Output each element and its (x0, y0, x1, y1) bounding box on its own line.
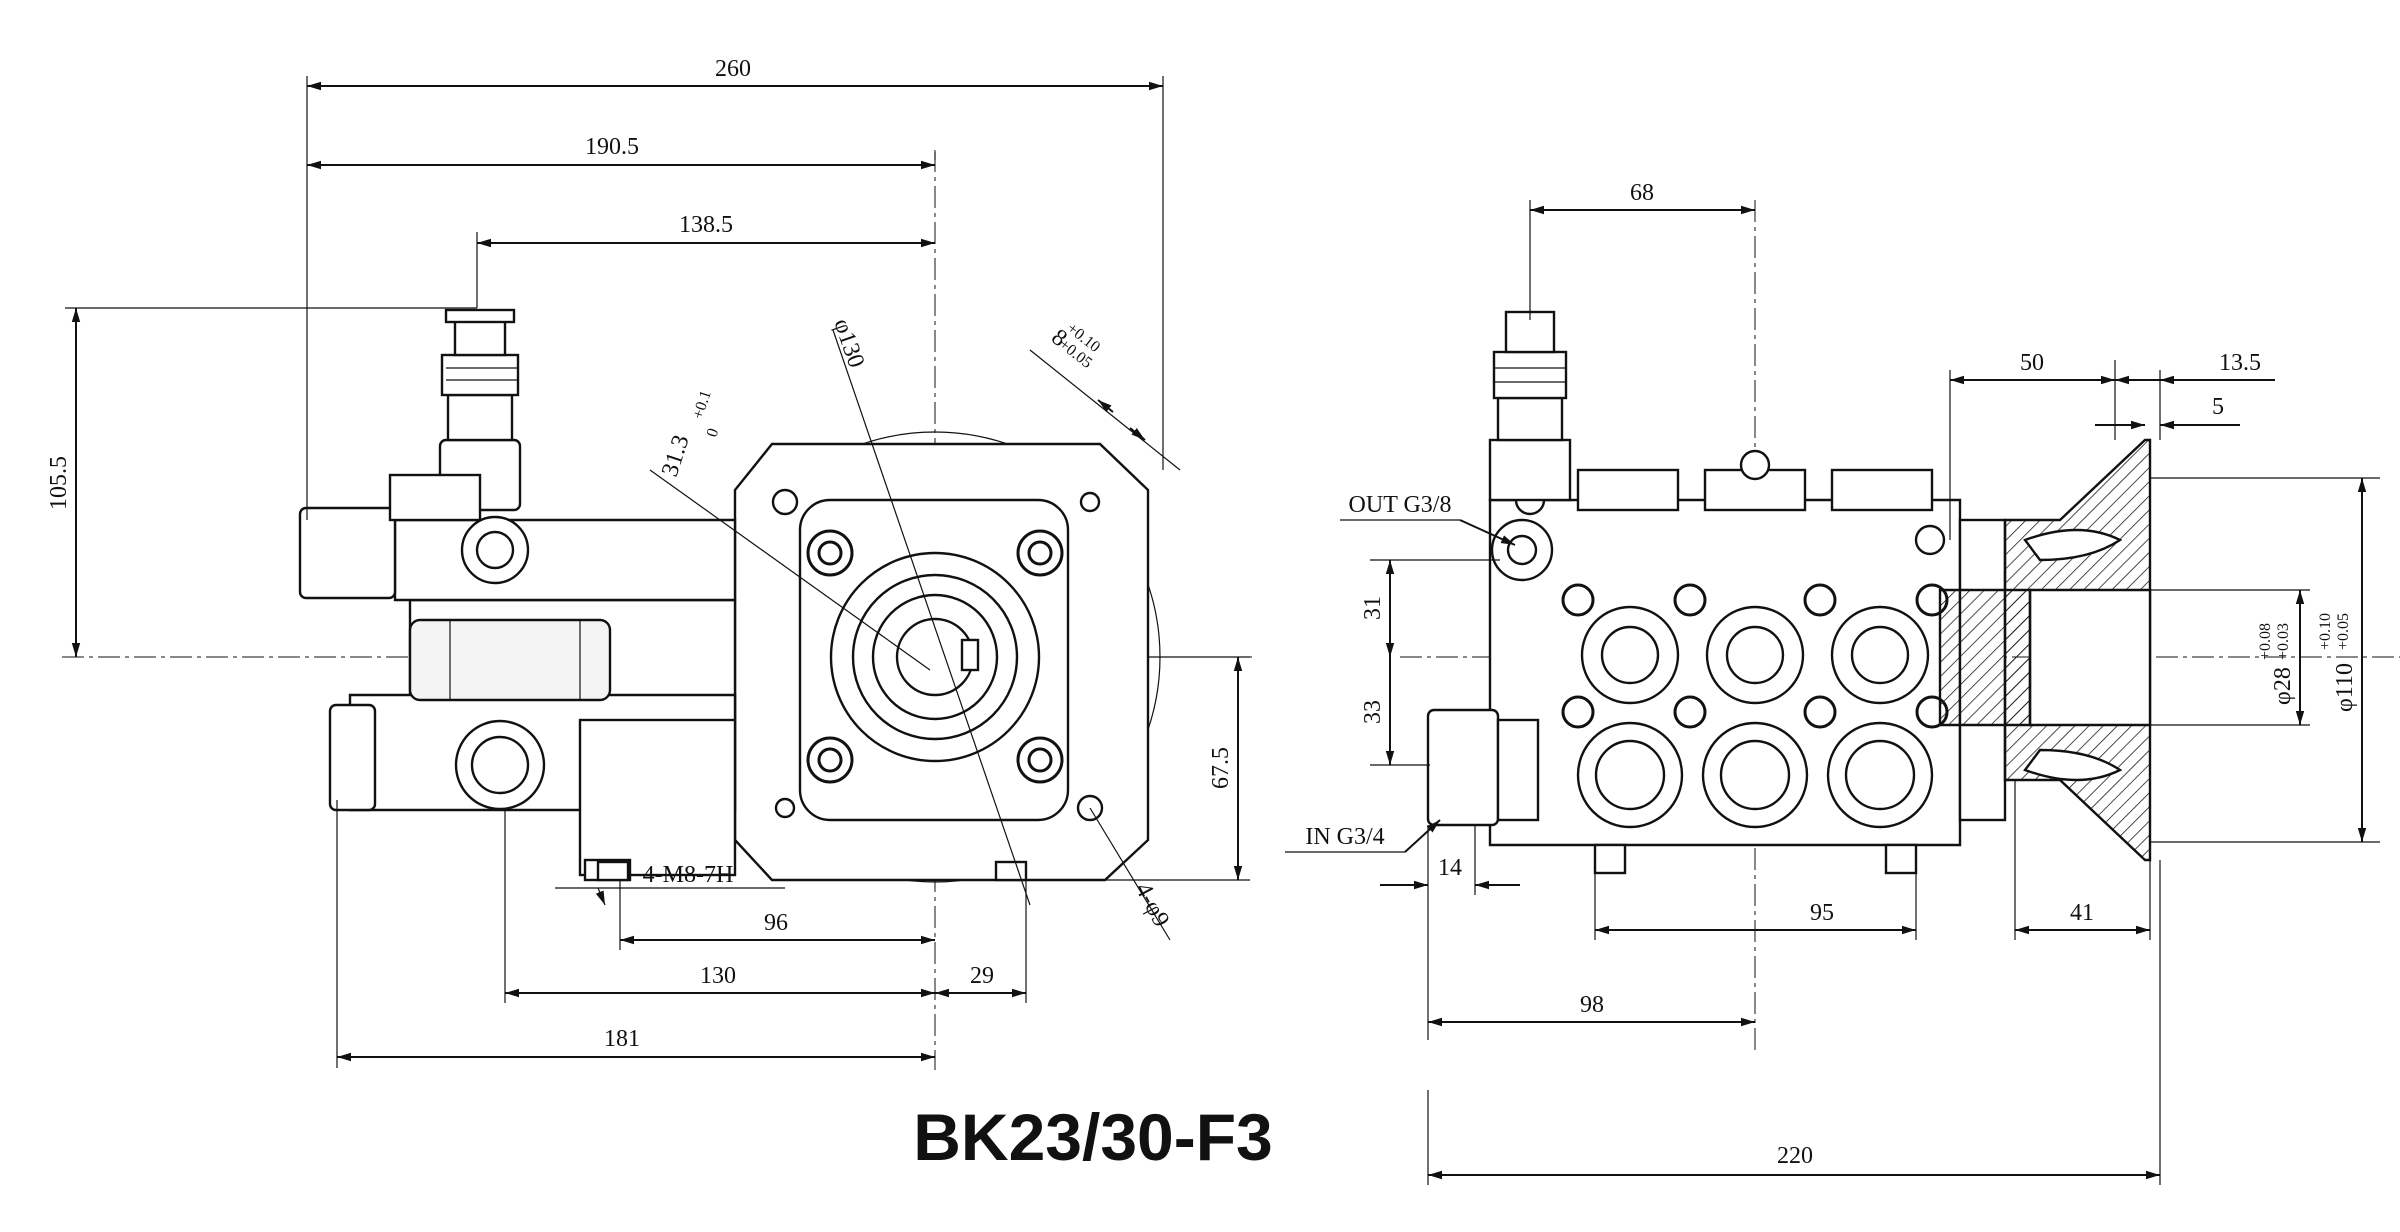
dim-67-5: 67.5 (1208, 747, 1234, 789)
shaft-section (2028, 588, 2152, 727)
note-bolts: 4-M8-7H (643, 862, 734, 888)
dim-50: 50 (2020, 350, 2044, 376)
manifold-cap-3 (1830, 468, 1934, 512)
dim-phi110: φ110 (2332, 663, 2358, 712)
side-view: 68 50 13.5 5 OUT G3/8 31 33 IN G3/4 (1285, 180, 2400, 1185)
dim-29: 29 (970, 963, 994, 989)
dim-96: 96 (764, 910, 788, 936)
flange-bolts (771, 488, 1104, 822)
note-outlet: OUT G3/8 (1349, 492, 1452, 518)
shaft-key (960, 638, 980, 672)
dim-31-3: 31.3 (657, 432, 695, 480)
dim-phi28-tol-upper: +0.08 (2257, 623, 2274, 660)
note-inlet: IN G3/4 (1305, 824, 1384, 850)
dim-5: 5 (2212, 394, 2224, 420)
dim-33: 33 (1360, 700, 1386, 724)
plunger-housing (408, 618, 612, 702)
dim-phi28: φ28 (2270, 667, 2296, 705)
suction-bores (1576, 721, 1934, 829)
crankcase-foot (578, 718, 737, 877)
dim-130: 130 (700, 963, 736, 989)
dim-13-5: 13.5 (2219, 350, 2261, 376)
dim-41: 41 (2070, 900, 2094, 926)
dim-190-5: 190.5 (585, 134, 639, 160)
dim-phi110-tol-lower: +0.05 (2335, 613, 2352, 650)
dim-220: 220 (1777, 1143, 1813, 1169)
note-holes: 4-φ9 (1130, 879, 1174, 932)
dim-phi110-tol-upper: +0.10 (2317, 613, 2334, 650)
dim-31-3-tol-upper: +0.1 (690, 388, 715, 421)
manifold-cap-1 (1576, 468, 1680, 512)
dim-31-3-tol-lower: 0 (704, 426, 723, 439)
inlet-fitting-side (1426, 708, 1500, 827)
drawing-title: BK23/30-F3 (913, 1100, 1273, 1174)
dim-phi28-tol-lower: +0.03 (2275, 623, 2292, 660)
outlet-fitting (298, 506, 397, 600)
inlet-fitting (328, 703, 377, 812)
discharge-bores (1580, 605, 1930, 705)
dim-31: 31 (1360, 596, 1386, 620)
dim-68: 68 (1630, 180, 1654, 206)
pump-head-upper (393, 518, 737, 602)
dim-105-5: 105.5 (46, 456, 72, 510)
dim-260: 260 (715, 56, 751, 82)
front-view: 260 190.5 138.5 105.5 67.5 4-M8-7H 96 13… (46, 56, 1252, 1070)
dim-138-5: 138.5 (679, 212, 733, 238)
dim-98: 98 (1580, 992, 1604, 1018)
valve-block (388, 473, 482, 522)
dim-181: 181 (604, 1026, 640, 1052)
dim-95: 95 (1810, 900, 1834, 926)
dim-14: 14 (1438, 855, 1462, 881)
dim-phi130: φ130 (828, 315, 869, 371)
side-unloader-valve (1488, 310, 1572, 502)
